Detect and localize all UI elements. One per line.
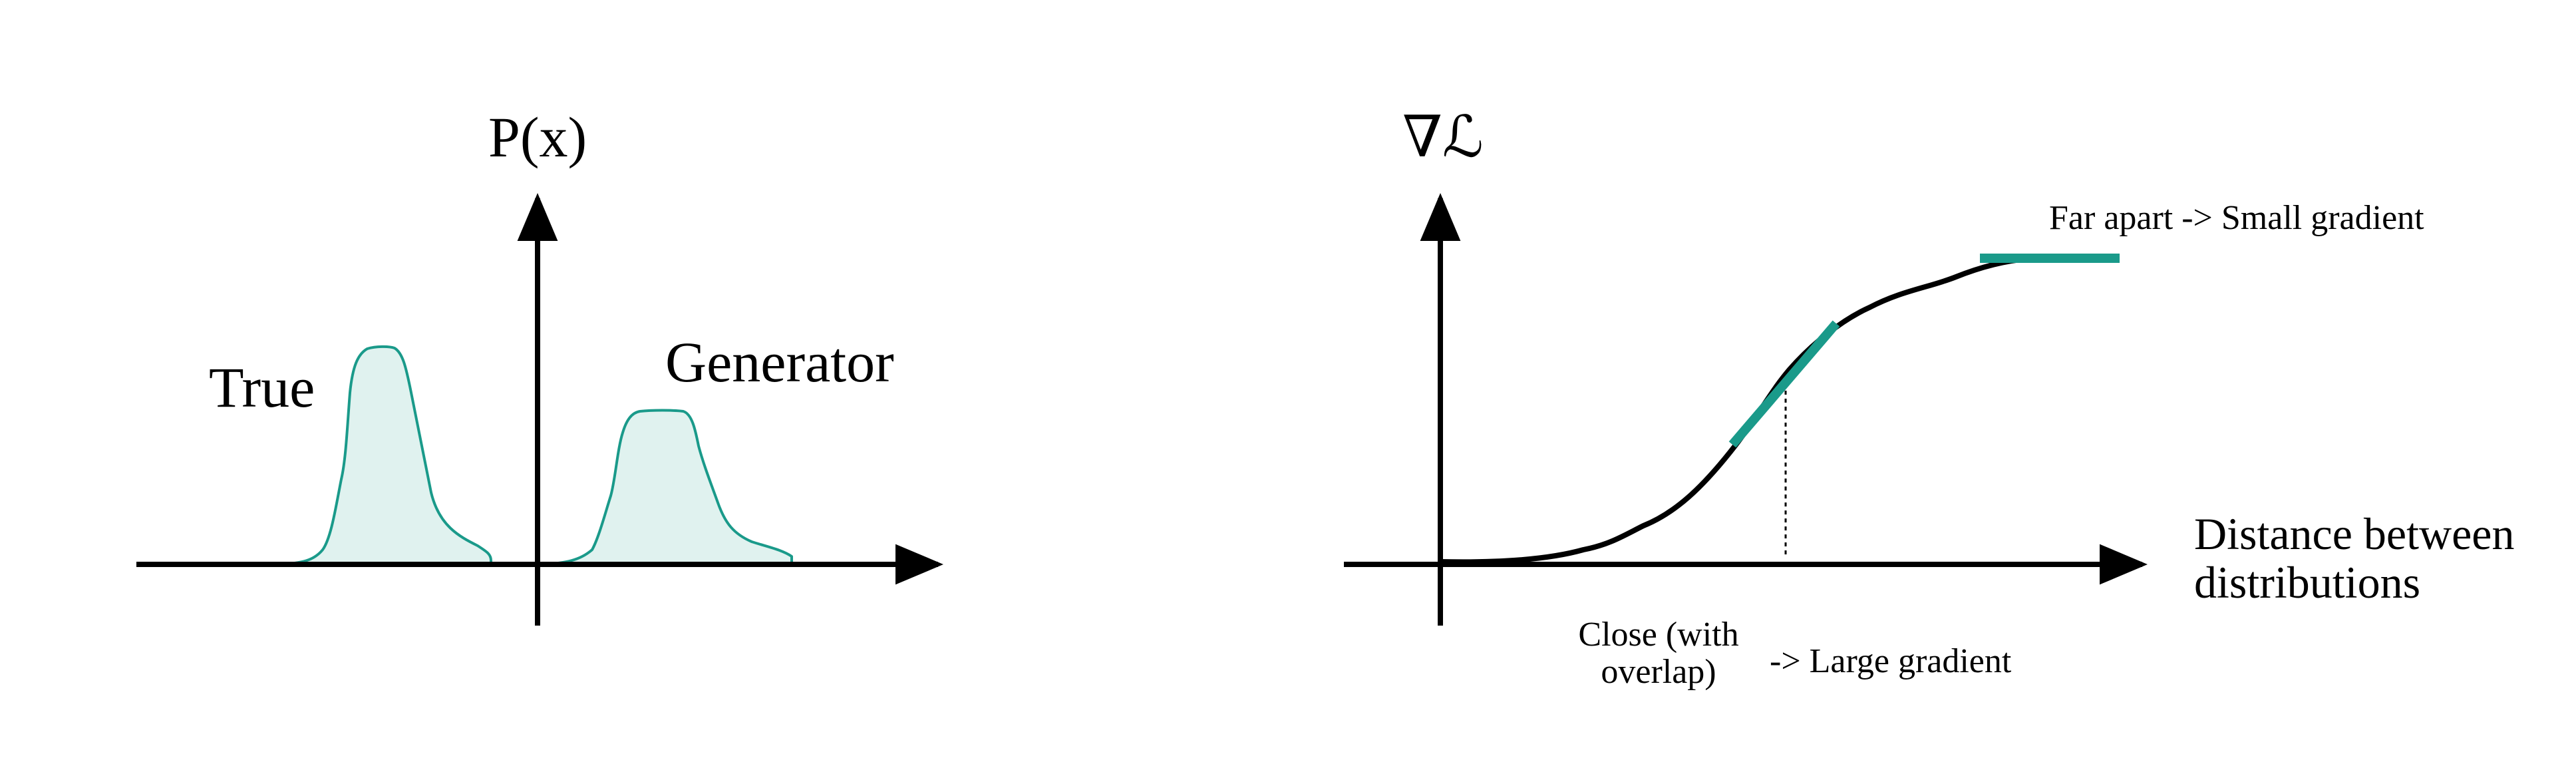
- distance-axis-label-line1: Distance between: [2194, 508, 2515, 559]
- far-apart-annotation: Far apart -> Small gradient: [2049, 199, 2424, 237]
- close-annotation-line1: Close (with: [1578, 616, 1739, 654]
- p-of-x-axis-label: P(x): [488, 105, 587, 169]
- large-gradient-annotation: -> Large gradient: [1770, 642, 2012, 680]
- generator-distribution-label: Generator: [665, 330, 894, 394]
- gradient-axis-label: ∇ℒ: [1402, 105, 1484, 169]
- left-panel: [136, 193, 943, 626]
- right-panel: [1344, 193, 2148, 626]
- true-distribution-curve: [278, 345, 492, 566]
- close-annotation-line2: overlap): [1601, 653, 1716, 691]
- generator-distribution-curve: [541, 409, 793, 566]
- distance-axis-label: Distance between distributions: [2194, 508, 2515, 608]
- steep-tangent: [1728, 320, 1840, 448]
- true-distribution-label: True: [209, 355, 315, 419]
- close-annotation: Close (with overlap): [1562, 616, 1755, 691]
- gradient-curve: [1438, 254, 2115, 565]
- distance-axis-label-line2: distributions: [2194, 557, 2421, 608]
